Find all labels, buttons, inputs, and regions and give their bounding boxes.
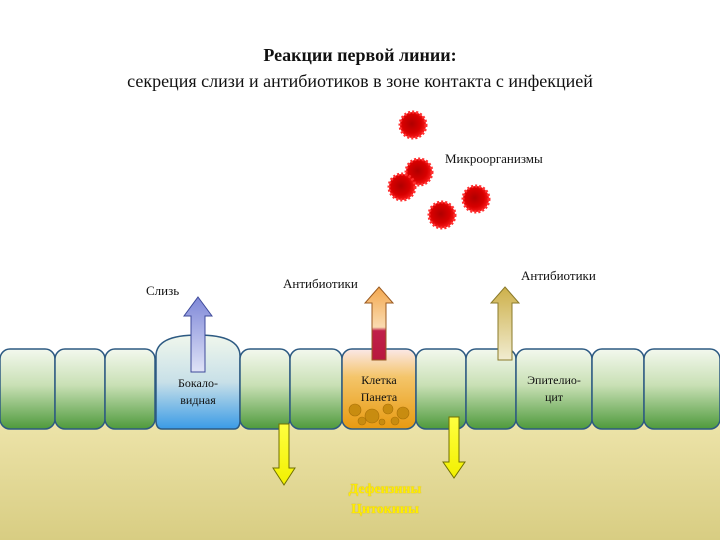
paneth-cell-label: Клетка Панета: [344, 372, 414, 406]
epithelial-cell: [289, 348, 343, 430]
epithelial-cell: [104, 348, 156, 430]
antibiotics-label-left: Антибиотики: [283, 276, 358, 291]
antibiotics-arrow-epithelial: [489, 286, 521, 361]
defensins-label: Дефензины: [348, 482, 422, 497]
goblet-label-line-1: Бокало-: [178, 376, 218, 390]
paneth-granules: [348, 403, 410, 426]
microbe-icon: [427, 200, 457, 230]
antibiotics-arrow-paneth: [363, 286, 395, 361]
secretion-arrow-right: [442, 416, 466, 479]
mucus-arrow: [183, 296, 213, 373]
epithelial-cell-label: Эпителио- цит: [518, 372, 590, 406]
goblet-label-line-2: видная: [180, 393, 216, 407]
paneth-label-line-2: Панета: [360, 390, 398, 404]
microorganisms-label: Микроорганизмы: [445, 151, 543, 166]
goblet-cell-label: Бокало- видная: [160, 375, 236, 409]
secretion-arrow-left: [272, 423, 296, 486]
microbe-icon: [398, 110, 428, 140]
epithelial-cell: [465, 348, 517, 430]
epithelial-cell: [0, 348, 56, 430]
epithelial-cell: [54, 348, 106, 430]
microbe-icon: [387, 172, 417, 202]
antibiotics-label-right: Антибиотики: [521, 268, 596, 283]
epithelial-cell: [239, 348, 291, 430]
tissue-layer: [0, 415, 720, 540]
title-line-2: секреция слизи и антибиотиков в зоне кон…: [127, 71, 593, 91]
microorganisms-group: [387, 110, 491, 230]
epithelial-cell: [591, 348, 645, 430]
microbe-icon: [461, 184, 491, 214]
mucus-label: Слизь: [146, 283, 180, 298]
epithelial-label-line-1: Эпителио-: [527, 373, 581, 387]
cytokines-label: Цитокины: [351, 502, 419, 517]
paneth-label-line-1: Клетка: [361, 373, 397, 387]
epithelial-cell: [643, 348, 720, 430]
epithelial-label-line-2: цит: [544, 390, 564, 404]
title-line-1: Реакции первой линии:: [263, 45, 457, 65]
diagram-title: Реакции первой линии: секреция слизи и а…: [0, 42, 720, 94]
secreted-substances-label: Дефензины Цитокины: [300, 480, 470, 520]
